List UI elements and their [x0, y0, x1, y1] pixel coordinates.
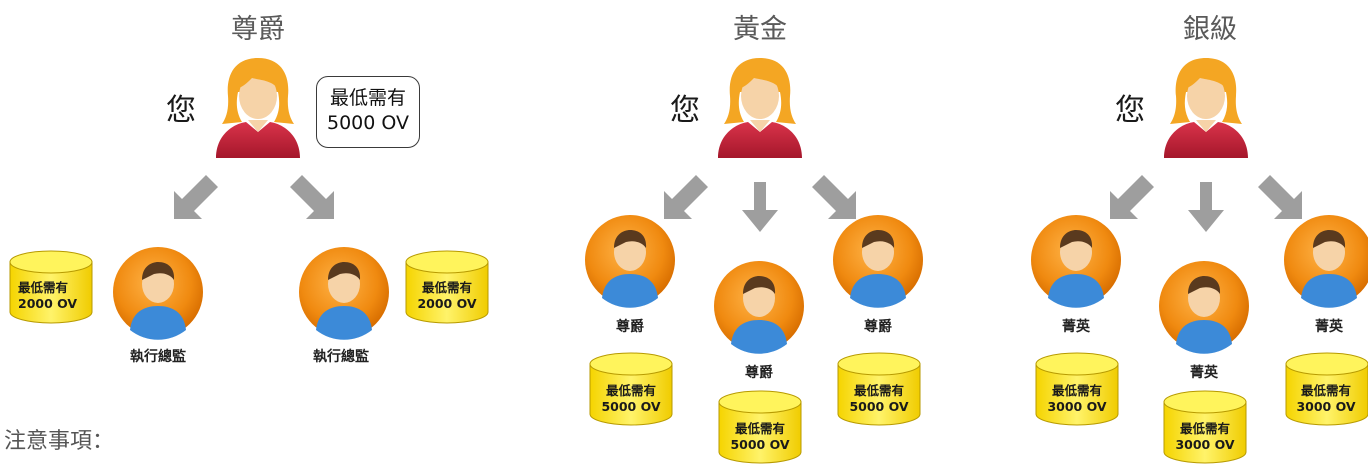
- rank-label: 尊爵: [745, 365, 773, 381]
- you-label: 您: [166, 93, 196, 128]
- arrow-down-right-icon: [812, 175, 856, 219]
- cylinder-label: 最低需有 3000 OV: [1284, 383, 1368, 415]
- arrow-down-left-icon: [1110, 175, 1154, 219]
- arrow-down-icon: [1188, 182, 1224, 232]
- requirement-cylinder-icon: [1035, 352, 1119, 426]
- rank-label: 尊爵: [864, 319, 892, 335]
- rank-label: 執行總監: [313, 349, 369, 365]
- min-requirement-bubble: 最低需有 5000 OV: [316, 76, 420, 148]
- bubble-line2: 5000 OV: [326, 112, 409, 134]
- male-avatar-icon: [1284, 215, 1368, 308]
- cylinder-line2: 5000 OV: [601, 399, 661, 414]
- requirement-cylinder-icon: [405, 250, 489, 324]
- cylinder-line1: 最低需有: [1300, 383, 1351, 398]
- cylinder-line1: 最低需有: [421, 280, 472, 295]
- cylinder-label: 最低需有 5000 OV: [717, 421, 803, 453]
- panel-title: 銀級: [1183, 14, 1237, 45]
- arrow-down-left-icon: [664, 175, 708, 219]
- cylinder-label: 最低需有 5000 OV: [588, 383, 674, 415]
- panel-title: 黃金: [733, 14, 787, 45]
- arrow-down-right-icon: [290, 175, 334, 219]
- cylinder-line1: 最低需有: [853, 383, 904, 398]
- cylinder-label: 最低需有 3000 OV: [1034, 383, 1120, 415]
- cylinder-label: 最低需有 3000 OV: [1162, 421, 1248, 453]
- male-avatar-icon: [1031, 215, 1121, 308]
- panel-title: 尊爵: [231, 14, 285, 45]
- male-avatar-icon: [714, 261, 804, 354]
- rank-label: 菁英: [1315, 319, 1343, 335]
- cylinder-line2: 5000 OV: [849, 399, 909, 414]
- requirement-cylinder-icon: [718, 390, 802, 464]
- rank-label: 執行總監: [130, 349, 186, 365]
- you-label: 您: [670, 93, 700, 128]
- cylinder-label: 最低需有 2000 OV: [404, 280, 490, 312]
- requirement-cylinder-icon: [589, 352, 673, 426]
- rank-label: 菁英: [1190, 365, 1218, 381]
- requirement-cylinder-icon: [1163, 390, 1247, 464]
- female-avatar-icon: [216, 58, 300, 158]
- cylinder-line2: 3000 OV: [1175, 437, 1235, 452]
- rank-label: 菁英: [1062, 319, 1090, 335]
- requirement-cylinder-icon: [1285, 352, 1368, 426]
- arrow-down-icon: [742, 182, 778, 232]
- cylinder-line2: 3000 OV: [1047, 399, 1107, 414]
- cylinder-line1: 最低需有: [1051, 383, 1102, 398]
- male-avatar-icon: [113, 247, 203, 340]
- cylinder-line1: 最低需有: [605, 383, 656, 398]
- cylinder-line2: 2000 OV: [18, 296, 78, 311]
- bubble-line1: 最低需有: [329, 87, 406, 109]
- requirement-cylinder-icon: [837, 352, 921, 426]
- arrow-down-right-icon: [1258, 175, 1302, 219]
- female-avatar-icon: [718, 58, 802, 158]
- male-avatar-icon: [299, 247, 389, 340]
- arrow-down-left-icon: [174, 175, 218, 219]
- cylinder-line2: 3000 OV: [1296, 399, 1356, 414]
- you-label: 您: [1115, 93, 1145, 128]
- cylinder-line2: 2000 OV: [417, 296, 477, 311]
- cylinder-line1: 最低需有: [1179, 421, 1230, 436]
- cylinder-line1: 最低需有: [734, 421, 785, 436]
- male-avatar-icon: [585, 215, 675, 308]
- rank-label: 尊爵: [616, 319, 644, 335]
- cylinder-line1: 最低需有: [18, 280, 69, 295]
- cylinder-label: 最低需有 2000 OV: [8, 280, 94, 312]
- cylinder-label: 最低需有 5000 OV: [836, 383, 922, 415]
- female-avatar-icon: [1164, 58, 1248, 158]
- cylinder-line2: 5000 OV: [730, 437, 790, 452]
- requirement-cylinder-icon: [9, 250, 93, 324]
- male-avatar-icon: [833, 215, 923, 308]
- notes-heading: 注意事項：: [4, 429, 115, 454]
- male-avatar-icon: [1159, 261, 1249, 354]
